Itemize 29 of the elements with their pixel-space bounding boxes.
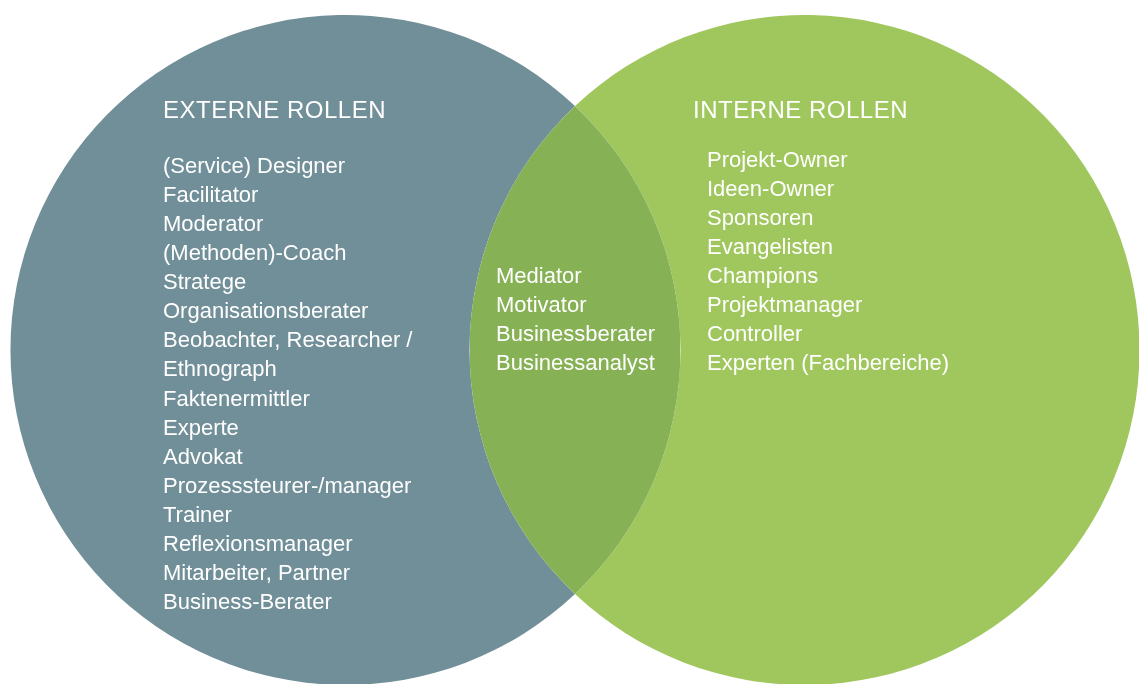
role-item: Projekt-Owner	[707, 146, 849, 174]
role-item: Facilitator	[163, 181, 260, 209]
role-item: Sponsoren	[707, 204, 815, 232]
role-item: (Methoden)-Coach	[163, 239, 348, 267]
role-item: Trainer	[163, 501, 233, 529]
section-heading: INTERNE ROLLEN	[693, 95, 909, 125]
role-item: Business-Berater	[163, 588, 333, 616]
role-item: Experte	[163, 414, 240, 442]
role-item: Mitarbeiter, Partner	[163, 559, 352, 587]
role-item: Businessanalyst	[496, 349, 656, 377]
role-item: Champions	[707, 262, 820, 290]
section-heading: EXTERNE ROLLEN	[163, 95, 387, 125]
role-item: Businessberater	[496, 320, 656, 348]
role-item: Stratege	[163, 268, 248, 296]
role-item: Advokat	[163, 443, 244, 471]
role-item: Ideen-Owner	[707, 175, 836, 203]
role-item: Faktenermittler	[163, 385, 311, 413]
role-item: Experten (Fachbereiche)	[707, 349, 951, 377]
role-item: Controller	[707, 320, 804, 348]
role-item: Beobachter, Researcher / Ethnograph	[163, 326, 414, 384]
role-item: Projektmanager	[707, 291, 864, 319]
role-item: (Service) Designer	[163, 152, 347, 180]
role-item: Mediator	[496, 262, 583, 290]
role-item: Moderator	[163, 210, 265, 238]
role-item: Motivator	[496, 291, 588, 319]
role-item: Reflexionsmanager	[163, 530, 354, 558]
role-item: Prozesssteurer-/manager	[163, 472, 413, 500]
role-item: Organisationsberater	[163, 297, 370, 325]
role-item: Evangelisten	[707, 233, 834, 261]
